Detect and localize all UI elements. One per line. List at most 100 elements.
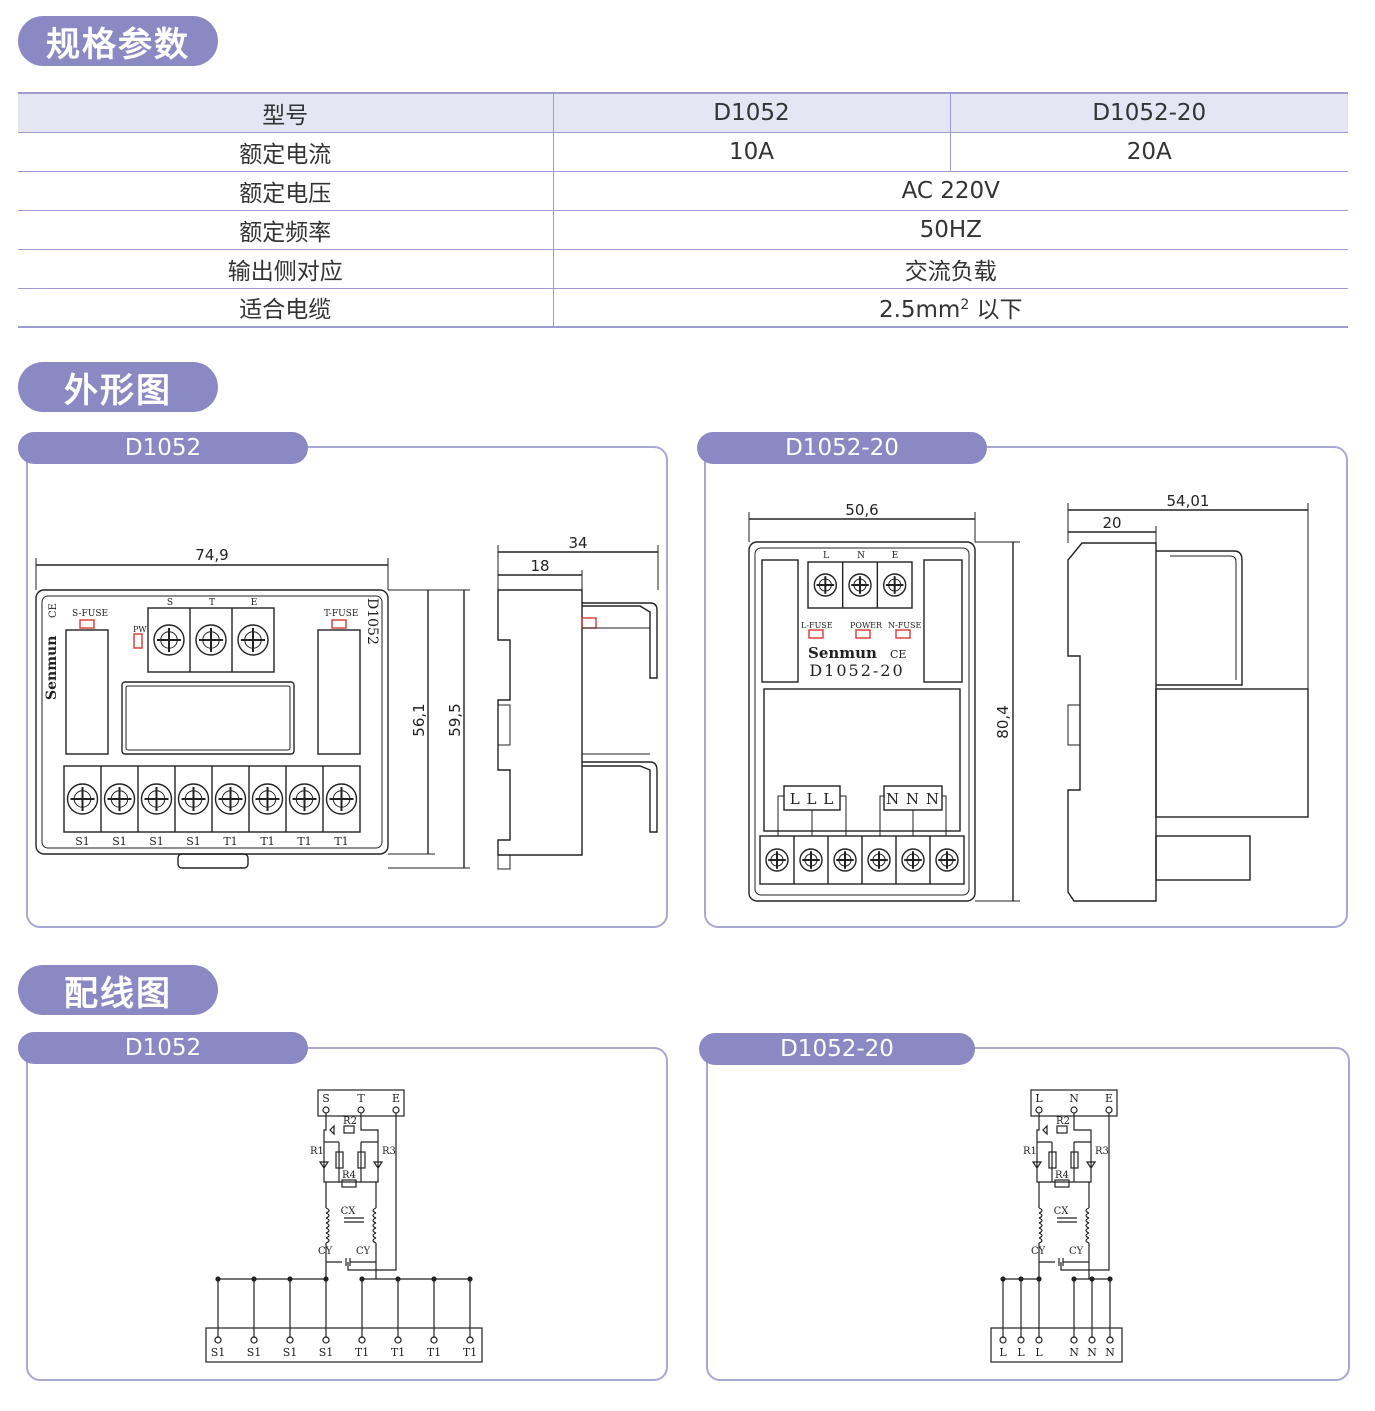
wiring-card-d1052	[26, 1047, 668, 1381]
cable-tail: 以下	[969, 297, 1023, 324]
dim-height-label: 80,4	[994, 705, 1012, 738]
side-top-cover	[582, 602, 658, 679]
dim-height-inner-label: 56,1	[410, 703, 428, 736]
bottom-terminal-label: T1	[355, 1346, 369, 1359]
side-bottom-terminal	[1155, 835, 1251, 881]
led-symbol	[1085, 1161, 1097, 1170]
inductor-coil	[325, 1217, 330, 1224]
inductor-coil	[325, 1232, 330, 1239]
bottom-terminal-label: L	[1035, 1346, 1043, 1359]
header-model: 型号	[18, 92, 554, 133]
bridge-wire	[1036, 1113, 1092, 1183]
terminal-node	[1105, 1106, 1113, 1114]
inductor-coil	[1085, 1237, 1090, 1244]
fuse-holder-left	[761, 559, 799, 683]
inductor-coil	[1038, 1217, 1043, 1224]
label-cx: CX	[341, 1206, 357, 1217]
terminal-label: N	[1069, 1092, 1079, 1105]
inductor-coil	[1038, 1227, 1043, 1234]
label-r1: R1	[1023, 1146, 1037, 1157]
terminal-screw	[288, 783, 321, 815]
device-body	[748, 541, 976, 902]
bottom-terminal-label: S1	[211, 1346, 226, 1359]
terminal-screw	[325, 783, 358, 815]
table-row: 适合电缆 2.5mm2 以下	[18, 288, 1348, 328]
label-cy: CY	[1031, 1246, 1046, 1257]
led-symbol	[329, 1124, 335, 1136]
label-r1: R1	[310, 1146, 324, 1157]
terminal-screw	[848, 573, 872, 597]
label-r3: R3	[382, 1146, 396, 1157]
terminal-screw	[237, 624, 269, 656]
brand-logo: Senmun	[44, 636, 60, 700]
terminal-screw	[195, 624, 227, 656]
inductor-coil	[372, 1207, 377, 1214]
label-cx: CX	[1054, 1206, 1070, 1217]
ce-mark: CE	[890, 648, 906, 661]
terminal-label: L	[1035, 1092, 1043, 1105]
inductor-coil	[372, 1212, 377, 1219]
n-fuse-led	[895, 629, 911, 639]
inductor-coil	[1038, 1232, 1043, 1239]
terminal-screw	[214, 783, 247, 815]
top-terminal-block	[807, 561, 913, 609]
dim-width-label: 50,6	[845, 501, 878, 519]
bottom-terminal-label: L	[1017, 1346, 1025, 1359]
cell-value: 50HZ	[553, 210, 1348, 250]
terminal-node	[394, 1336, 402, 1344]
table-row: 额定电压 AC 220V	[18, 171, 1348, 211]
terminal-node	[1106, 1336, 1114, 1344]
top-terminal-screws	[813, 562, 907, 608]
inductor-coil	[1085, 1232, 1090, 1239]
cable-superscript: 2	[960, 297, 970, 314]
terminal-node	[999, 1336, 1007, 1344]
cell-value: 20A	[950, 132, 1348, 172]
label-r4: R4	[342, 1170, 356, 1181]
inductor-coil	[325, 1227, 330, 1234]
cy-caps	[1039, 1258, 1089, 1266]
table-row: 型号 D1052 D1052-20	[18, 92, 1348, 133]
terminal-screw	[882, 573, 907, 597]
table-row: 输出侧对应 交流负载	[18, 249, 1348, 289]
bottom-terminal-label: T1	[260, 835, 274, 848]
bottom-terminal-label: L	[999, 1346, 1007, 1359]
inductor-coil	[325, 1212, 330, 1219]
bottom-terminal-label: T1	[297, 835, 311, 848]
label-cy: CY	[318, 1246, 333, 1257]
cell-value: 交流负载	[553, 249, 1348, 289]
inductor-coil	[372, 1237, 377, 1244]
bottom-terminal-label: N	[1069, 1346, 1079, 1359]
cell-value: 2.5mm2 以下	[553, 288, 1348, 328]
bottom-terminal-label: T1	[334, 835, 348, 848]
row-label: 输出侧对应	[18, 249, 554, 289]
bottom-terminal-label: T1	[223, 835, 237, 848]
led-symbol	[372, 1161, 384, 1170]
top-terminal-block	[147, 607, 275, 673]
top-terminal-screws	[153, 608, 269, 672]
bottom-terminal-label: N	[1087, 1346, 1097, 1359]
l-group-label: L L L	[790, 790, 834, 808]
bottom-terminal-screws	[765, 836, 959, 884]
inductor-coil	[372, 1227, 377, 1234]
side-bottom-cover	[582, 761, 658, 833]
outline-tab-d1052-20: D1052-20	[697, 432, 987, 464]
group-leads	[777, 795, 947, 836]
side-body	[497, 589, 583, 856]
label-r2: R2	[1056, 1116, 1070, 1127]
inductor-coil	[1038, 1237, 1043, 1244]
header-d1052-20: D1052-20	[950, 92, 1348, 133]
label-r4: R4	[1055, 1170, 1069, 1181]
bottom-terminal-label: T1	[463, 1346, 477, 1359]
terminal-label-e: E	[251, 598, 258, 608]
bottom-terminal-label: S1	[186, 835, 201, 848]
cell-value: 10A	[553, 132, 951, 172]
fuse-holder-right	[923, 559, 963, 683]
pw-label: PW	[133, 625, 147, 634]
display-window	[763, 688, 961, 832]
terminal-node	[1035, 1106, 1043, 1114]
t-fuse-holder	[317, 629, 361, 755]
